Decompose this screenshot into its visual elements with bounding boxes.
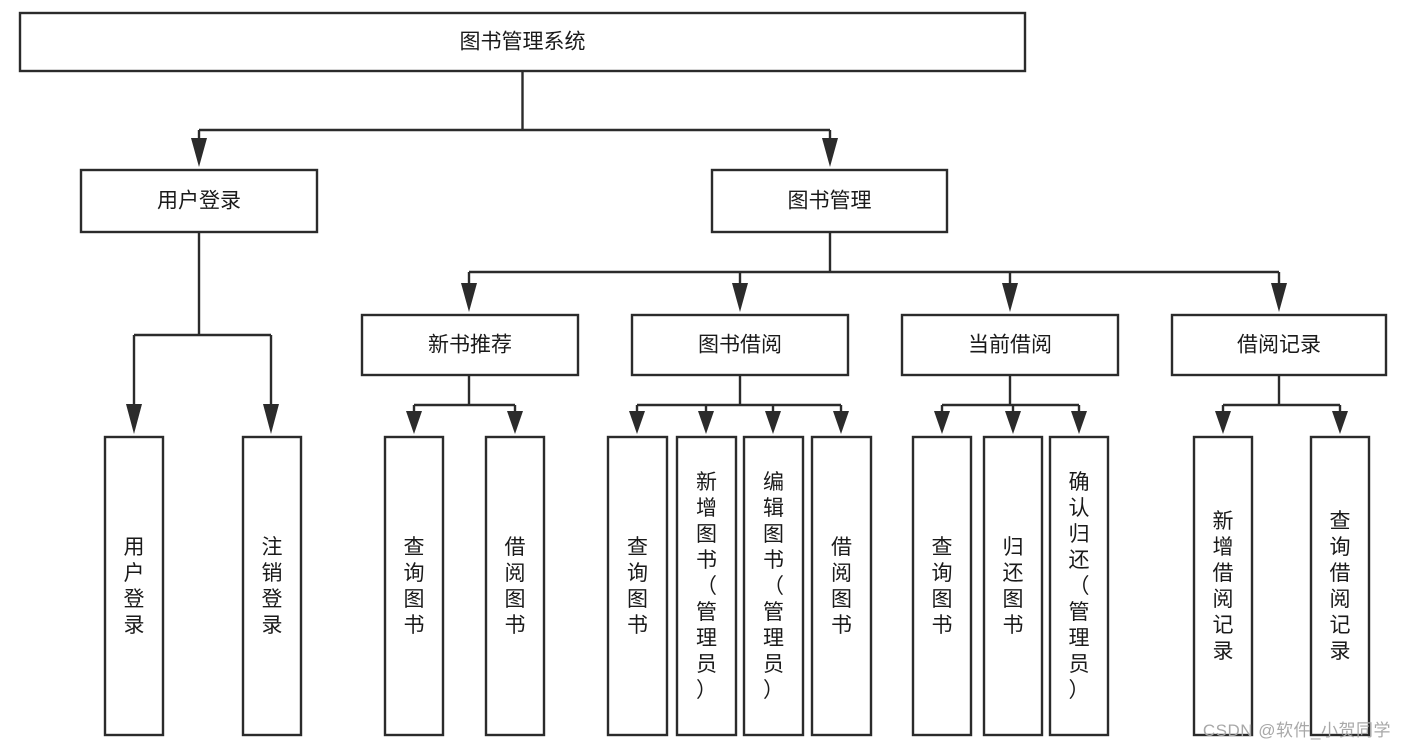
- node-borrow-record-label: 借阅记录: [1237, 334, 1321, 357]
- node-book-mgmt[interactable]: 图书管理: [710, 168, 949, 234]
- arrow-to-leaf-logout: [263, 404, 279, 434]
- leaf-node[interactable]: 查询图书: [383, 435, 445, 737]
- node-root[interactable]: 图书管理系统: [18, 11, 1027, 73]
- leaf-node-label: 借阅图书: [505, 536, 526, 637]
- arrow-bb-leaf-1: [629, 411, 645, 434]
- leaf-node[interactable]: 查询借阅记录: [1309, 435, 1371, 737]
- leaf-node-label: 归还图书: [1003, 536, 1024, 637]
- arrow-br-leaf-1: [1215, 411, 1231, 434]
- arrow-cb-leaf-3: [1071, 411, 1087, 434]
- leaf-node[interactable]: 借阅图书: [484, 435, 546, 737]
- leaf-node-box[interactable]: [982, 435, 1044, 737]
- node-user-login[interactable]: 用户登录: [79, 168, 319, 234]
- leaf-node[interactable]: 借阅图书: [810, 435, 873, 737]
- leaf-node-box[interactable]: [810, 435, 873, 737]
- arrow-bb-leaf-4: [833, 411, 849, 434]
- leaf-node-box[interactable]: [742, 435, 805, 737]
- leaf-node-label: 查询图书: [932, 536, 953, 637]
- arrow-bb-leaf-3: [765, 411, 781, 434]
- node-book-borrow-label: 图书借阅: [698, 334, 782, 357]
- node-current-borrow[interactable]: 当前借阅: [900, 313, 1120, 377]
- leaf-node-box[interactable]: [383, 435, 445, 737]
- node-user-login-label: 用户登录: [157, 190, 241, 213]
- leaf-node-layer: 用户登录 注销登录 查询图书 借阅图书 查询图书 新增图书（管理员） 编辑图书（管理员） 借阅…: [103, 435, 1371, 737]
- node-borrow-record[interactable]: 借阅记录: [1170, 313, 1388, 377]
- arrow-br-leaf-2: [1332, 411, 1348, 434]
- leaf-node-label: 注销登录: [262, 536, 283, 637]
- node-book-mgmt-box[interactable]: [710, 168, 949, 234]
- leaf-node[interactable]: 新增借阅记录: [1192, 435, 1254, 737]
- arrow-to-borrow-record: [1271, 283, 1287, 312]
- node-borrow-record-box[interactable]: [1170, 313, 1388, 377]
- arrow-to-user-login: [191, 138, 207, 167]
- leaf-node-label: 查询图书: [627, 536, 648, 637]
- node-book-borrow[interactable]: 图书借阅: [630, 313, 850, 377]
- leaf-node-label: 编辑图书（管理员）: [763, 471, 784, 702]
- leaf-node-box[interactable]: [606, 435, 669, 737]
- leaf-node[interactable]: 注销登录: [241, 435, 303, 737]
- leaf-node[interactable]: 编辑图书（管理员）: [742, 435, 805, 737]
- node-book-mgmt-label: 图书管理: [788, 190, 872, 213]
- node-root-box[interactable]: [18, 11, 1027, 73]
- node-book-borrow-box[interactable]: [630, 313, 850, 377]
- leaf-node[interactable]: 新增图书（管理员）: [675, 435, 738, 737]
- leaf-node-box[interactable]: [1309, 435, 1371, 737]
- node-current-borrow-box[interactable]: [900, 313, 1120, 377]
- leaf-node[interactable]: 查询图书: [606, 435, 669, 737]
- leaf-node-box[interactable]: [484, 435, 546, 737]
- node-new-book-rec-label: 新书推荐: [428, 334, 512, 357]
- arrow-to-book-borrow: [732, 283, 748, 312]
- csdn-watermark: CSDN @软件_小贺同学: [1202, 721, 1391, 740]
- leaf-node-box[interactable]: [911, 435, 973, 737]
- arrow-to-current-borrow: [1002, 283, 1018, 312]
- arrow-nbr-leaf-1: [406, 411, 422, 434]
- node-user-login-box[interactable]: [79, 168, 319, 234]
- leaf-node-label: 查询借阅记录: [1330, 510, 1351, 663]
- node-current-borrow-label: 当前借阅: [968, 334, 1052, 357]
- connector-layer: [126, 71, 1348, 434]
- leaf-node-box[interactable]: [1048, 435, 1110, 737]
- leaf-node-label: 新增图书（管理员）: [696, 471, 717, 702]
- leaf-node-box[interactable]: [1192, 435, 1254, 737]
- arrow-bb-leaf-2: [698, 411, 714, 434]
- leaf-node[interactable]: 确认归还（管理员）: [1048, 435, 1110, 737]
- leaf-node[interactable]: 归还图书: [982, 435, 1044, 737]
- leaf-node-box[interactable]: [103, 435, 165, 737]
- arrow-to-leaf-user-login: [126, 404, 142, 434]
- arrow-cb-leaf-1: [934, 411, 950, 434]
- leaf-node[interactable]: 用户登录: [103, 435, 165, 737]
- leaf-node-box[interactable]: [675, 435, 738, 737]
- leaf-node-label: 借阅图书: [831, 536, 852, 637]
- leaf-node[interactable]: 查询图书: [911, 435, 973, 737]
- leaf-node-box[interactable]: [241, 435, 303, 737]
- node-root-label: 图书管理系统: [460, 31, 586, 54]
- arrow-to-new-book-rec: [461, 283, 477, 312]
- node-new-book-rec-box[interactable]: [360, 313, 580, 377]
- leaf-node-label: 确认归还（管理员）: [1069, 471, 1090, 702]
- node-new-book-rec[interactable]: 新书推荐: [360, 313, 580, 377]
- arrow-nbr-leaf-2: [507, 411, 523, 434]
- arrow-to-book-mgmt: [822, 138, 838, 167]
- leaf-node-label: 用户登录: [124, 536, 145, 637]
- arrow-cb-leaf-2: [1005, 411, 1021, 434]
- leaf-node-label: 查询图书: [404, 536, 425, 637]
- leaf-node-label: 新增借阅记录: [1213, 510, 1234, 663]
